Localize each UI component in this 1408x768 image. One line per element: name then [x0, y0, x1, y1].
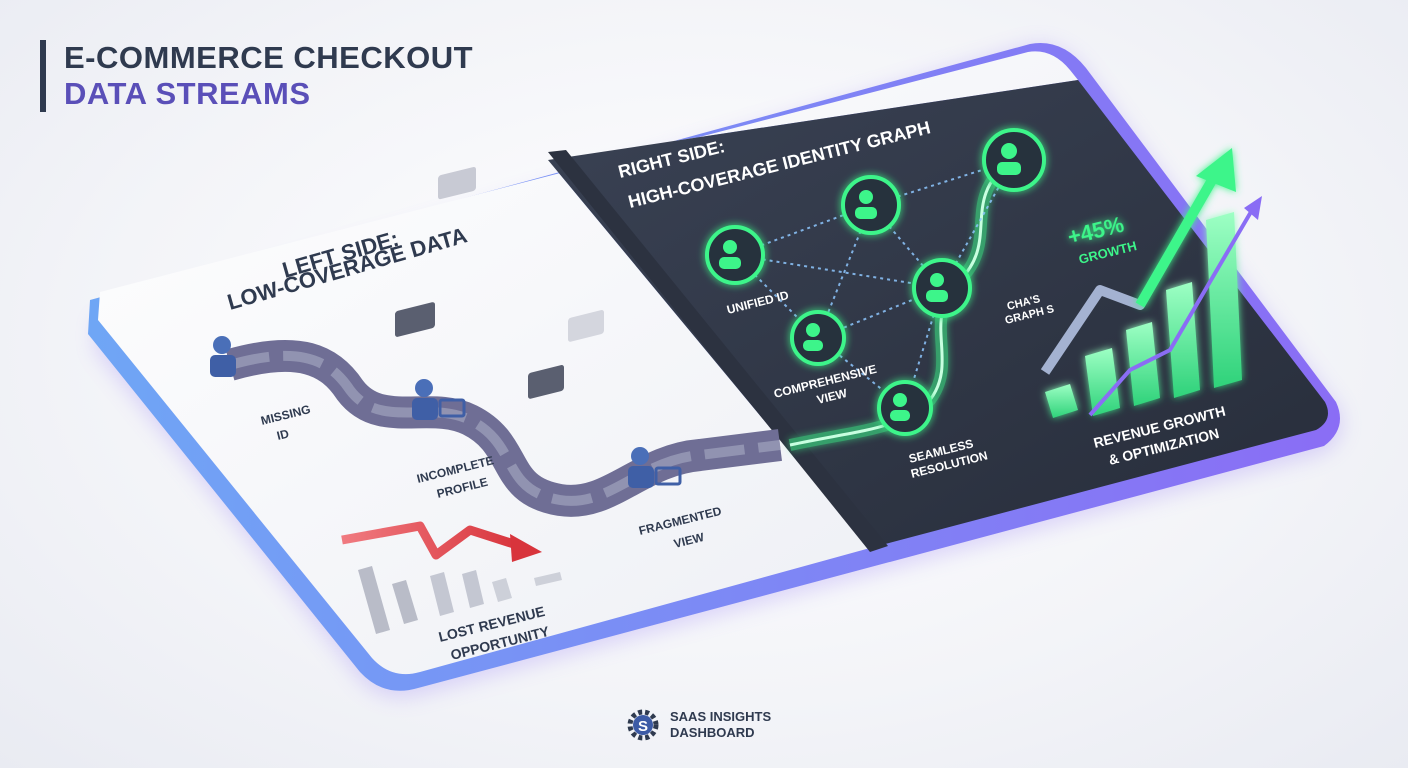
loss-arrow	[341, 521, 522, 560]
secondary-growth-arrow-head	[1244, 196, 1262, 220]
footer-line2: DASHBOARD	[670, 725, 755, 740]
footer-brand: S SAAS INSIGHTS DASHBOARD	[626, 708, 771, 742]
broken-path-highlight	[228, 350, 781, 506]
user-figure-incomplete-profile	[412, 379, 466, 420]
loss-arrow-head	[510, 534, 542, 562]
resolution-stream-core	[789, 160, 1011, 447]
title-block: E-COMMERCE CHECKOUT DATA STREAMS	[40, 40, 473, 112]
label-missing-line2: ID	[275, 426, 290, 443]
declining-bar-chart	[358, 566, 562, 634]
puzzle-piece-2	[395, 302, 435, 337]
growth-arrow-head	[1196, 148, 1236, 192]
identity-node-1	[705, 225, 765, 285]
footer-line1: SAAS INSIGHTS	[670, 709, 772, 724]
svg-text:S: S	[638, 718, 648, 735]
identity-node-3	[982, 128, 1046, 192]
secondary-growth-line	[1088, 203, 1257, 417]
board-left-surface	[98, 51, 1078, 675]
page-title-line2: DATA STREAMS	[64, 76, 311, 111]
identity-node-5	[790, 310, 846, 366]
user-figure-missing-id	[210, 336, 236, 377]
user-figure-fragmented-view	[628, 447, 682, 488]
puzzle-piece-3	[568, 310, 604, 342]
identity-node-6	[877, 380, 933, 436]
page-title-line1: E-COMMERCE CHECKOUT	[64, 40, 474, 75]
puzzle-piece-4	[528, 365, 564, 399]
identity-node-2	[841, 175, 901, 235]
divider-wall	[548, 150, 888, 552]
gear-s-icon: S	[627, 709, 659, 741]
growth-arrow-green	[1135, 172, 1220, 308]
puzzle-piece-1	[438, 166, 476, 200]
identity-node-4	[912, 258, 972, 318]
